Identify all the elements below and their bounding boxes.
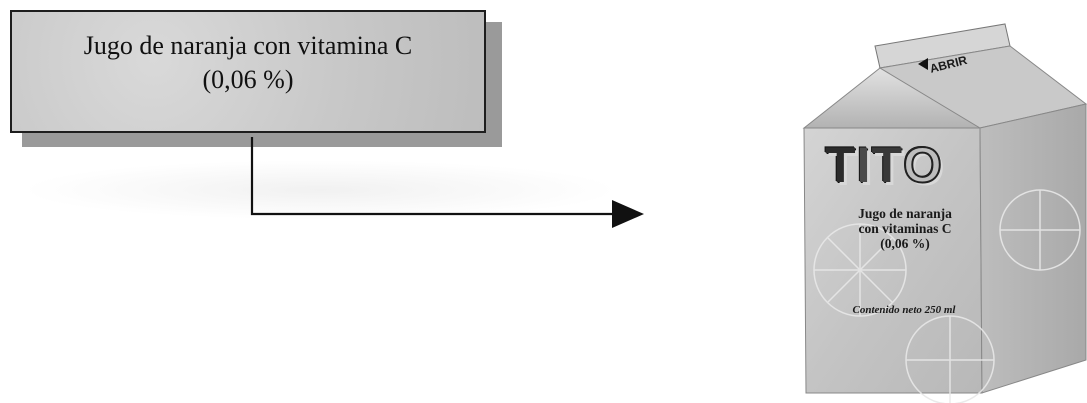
label-box: Jugo de naranja con vitamina C (0,06 %) [10,10,486,133]
carton-side-face [979,103,1087,394]
carton-drawing [802,23,1087,403]
open-arrow-icon [918,58,928,70]
product-description: Jugo de naranja con vitaminas C (0,06 %) [820,206,990,251]
brand-letter-t: T [825,137,857,193]
product-line-3: (0,06 %) [880,236,930,251]
label-line-2: (0,06 %) [202,64,294,94]
brand-letter-t2: T [871,137,903,193]
product-line-2: con vitaminas C [858,221,952,236]
brand-logo: TITO [825,136,975,194]
label-line-1: Jugo de naranja con vitamina C [83,30,413,60]
product-line-1: Jugo de naranja [858,206,952,221]
orange-slice-decoration [813,189,1081,403]
juice-carton: ABRIR TITO Jugo de naranja con vitaminas… [800,10,1087,403]
brand-letter-o: O [902,136,943,194]
background-smudge [20,160,620,220]
brand-letter-i: I [856,137,872,193]
net-content: Contenido neto 250 ml [852,304,956,316]
